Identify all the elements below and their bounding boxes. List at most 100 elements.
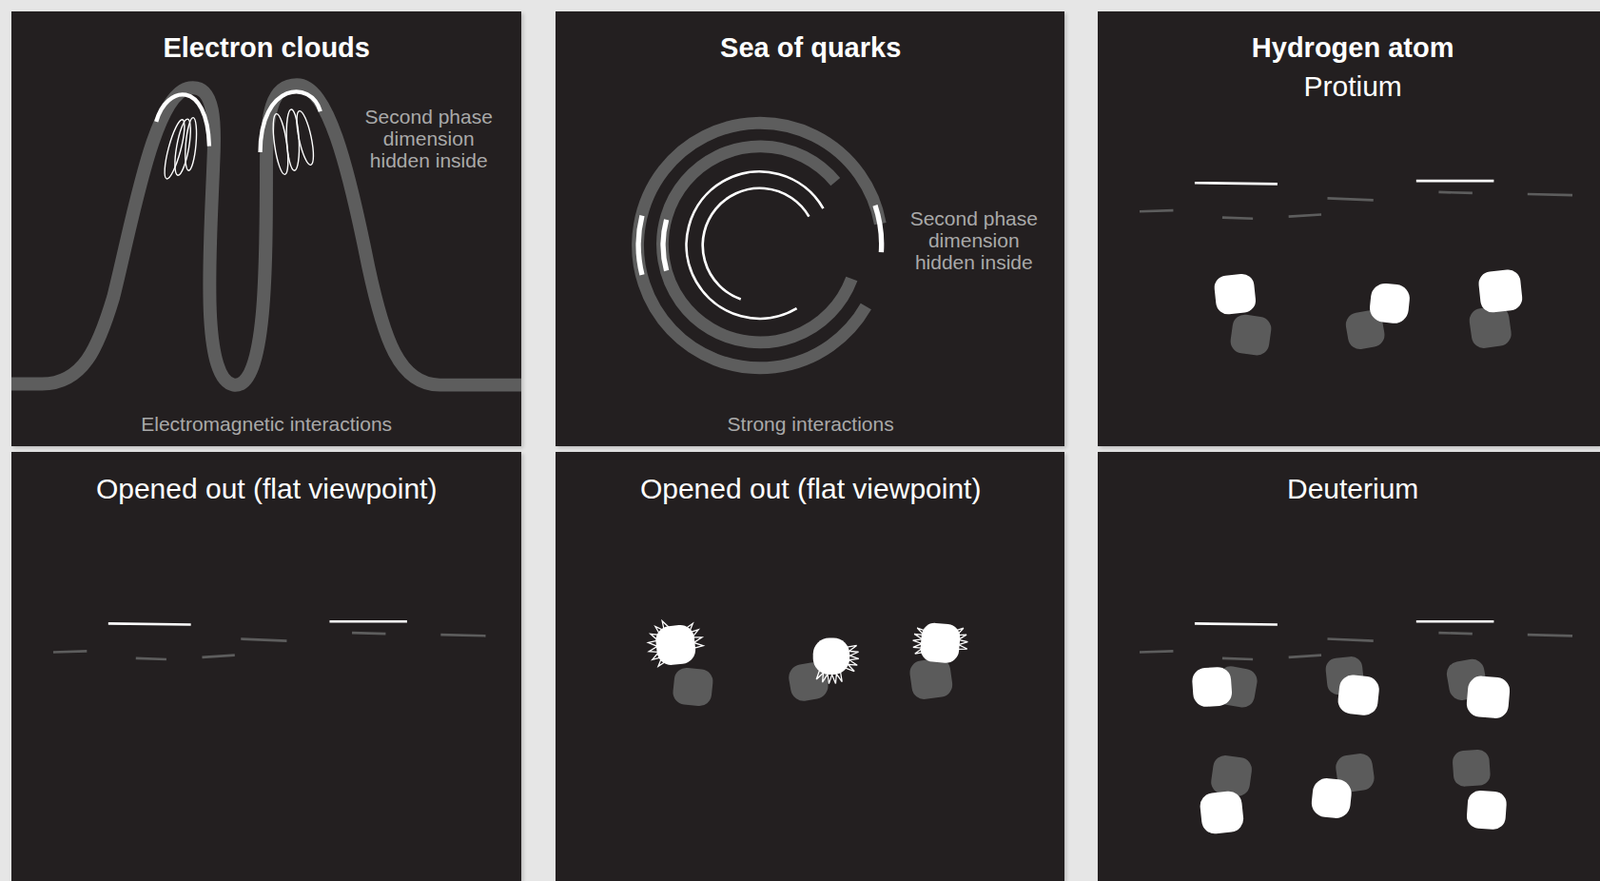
illustration-part [1416,179,1495,183]
illustration-part [1288,214,1322,216]
text-slot: Deuterium [1133,471,1572,507]
illustration-part [1212,273,1257,316]
quark-blobs [654,622,962,708]
illustration-part [1438,632,1472,634]
text-slot: Electron clouds [47,31,486,65]
electron-dashes [53,621,487,660]
panel: Opened out (flat viewpoint) [11,451,522,881]
hidden-loops [160,109,317,181]
text-slot: Strong interactions [591,411,1030,436]
illustration-part [918,622,961,664]
text-slot: Protium [1133,69,1572,104]
illustration-part [1477,268,1523,313]
panel-subtitle: Protium [1133,69,1572,104]
illustration-part [329,620,407,624]
text-slot: Hydrogen atom [1133,31,1572,65]
electron-cloud-illustration [11,11,522,447]
text-slot: Opened out (flat viewpoint) [591,471,1030,507]
panel-title: Sea of quarks [591,31,1030,65]
illustration-part [1288,655,1322,658]
illustration-part [240,639,287,642]
illustration-part [1222,217,1253,219]
electron-dashes [1139,621,1573,660]
spike-mark [684,623,703,648]
spike-mark [647,621,669,667]
illustration-part [671,666,714,708]
illustration-part [1229,312,1273,357]
illustration-part [292,109,317,166]
quark-blobs [1190,655,1511,836]
illustration-part [813,637,851,675]
illustration-part [108,623,192,625]
panel-title: Electron clouds [47,31,486,65]
quark-blobs [1212,268,1523,357]
illustration-part [1326,197,1373,200]
deuterium-illustration [1097,451,1600,881]
illustration-part [1465,789,1507,830]
illustration-part [1209,753,1254,798]
illustration-part [1438,192,1472,194]
flat-electron-illustration [11,451,522,881]
spiral-ring [638,122,881,368]
illustration-part [1416,620,1495,624]
illustration-part [201,655,235,658]
illustration-part [908,656,955,701]
illustration-part [53,650,87,652]
illustration-part [270,113,292,176]
illustration-part [1465,674,1512,720]
side-note: Second phase dimension hidden inside [357,105,501,172]
text-slot: Sea of quarks [591,31,1030,65]
spike-marks [647,621,968,684]
illustration-part [183,117,199,172]
panel-title: Opened out (flat viewpoint) [47,471,486,507]
illustration-part [1139,210,1173,212]
spike-mark [816,670,842,684]
illustration-part [1368,281,1412,325]
cloud-curve [11,84,522,385]
spiral-inner [686,171,824,318]
phase-mark [663,219,667,272]
illustration-part [1326,639,1373,642]
panel: Hydrogen atomProtium [1097,11,1600,447]
illustration-part [1336,673,1381,717]
illustration-part [172,117,195,176]
illustration-part [1194,623,1278,625]
spiral-ring [662,146,852,343]
spike-mark [845,644,859,671]
phase-arc [260,91,321,153]
panel: Electron cloudsSecond phase dimension hi… [11,11,522,447]
spiral-inner [702,188,810,300]
illustration-part [1198,789,1245,835]
spike-mark [913,627,927,654]
panel-title: Opened out (flat viewpoint) [591,471,1030,507]
illustration-part [136,658,167,660]
illustration-part [1309,777,1353,820]
illustration-part [351,632,386,634]
panel-title: Hydrogen atom [1133,31,1572,65]
illustration-part [1190,665,1233,708]
illustration-part [53,632,487,660]
text-slot: Second phase dimension hidden inside [902,207,1046,274]
illustration-part [1139,192,1573,219]
text-slot: Opened out (flat viewpoint) [47,471,486,507]
illustration-part [440,634,486,636]
electron-dashes [1139,180,1573,219]
illustration-part [1194,182,1278,184]
flat-quark-illustration [555,451,1065,881]
panel: Sea of quarksSecond phase dimension hidd… [555,11,1065,447]
panel: Opened out (flat viewpoint) [555,451,1065,881]
panel-title: Deuterium [1133,471,1572,507]
illustration-part [1139,650,1173,652]
illustration-part [285,109,301,172]
illustration-part [1139,632,1573,660]
panel: Deuterium [1097,451,1600,881]
illustration-part [1527,634,1573,636]
illustration-part [160,117,189,181]
interaction-label: Strong interactions [591,411,1030,436]
phase-mark [638,215,643,275]
interaction-label: Electromagnetic interactions [47,411,486,436]
illustration-part [1222,658,1253,660]
illustration-part [1451,748,1491,787]
spike-mark [954,627,968,649]
text-slot: Second phase dimension hidden inside [357,105,501,172]
